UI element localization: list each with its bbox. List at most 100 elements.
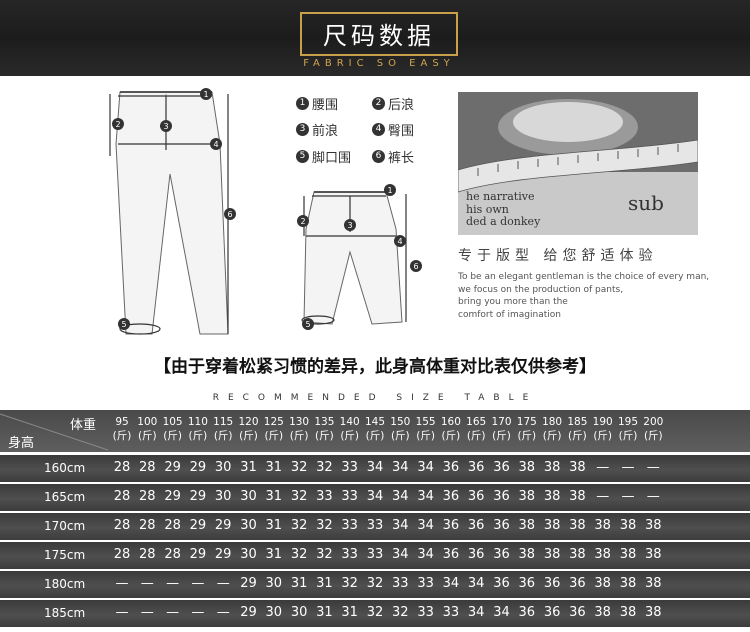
- size-cell: 38: [594, 605, 611, 620]
- size-cell: 38: [594, 518, 611, 533]
- size-cell: 38: [645, 547, 662, 562]
- size-cell: —: [140, 576, 154, 591]
- size-cell: —: [166, 605, 180, 620]
- size-cell: 33: [341, 489, 358, 504]
- size-cell: —: [621, 460, 635, 475]
- svg-text:4: 4: [213, 140, 218, 149]
- row-height-label: 165cm: [44, 490, 86, 504]
- size-cell: 38: [619, 576, 637, 591]
- size-cell: 28: [113, 460, 131, 475]
- row-height-label: 175cm: [44, 548, 86, 562]
- size-cell: 34: [392, 460, 409, 475]
- weight-column-header: 150(斤): [390, 416, 411, 442]
- page-subtitle: FABRIC SO EASY: [303, 58, 455, 69]
- size-cell: 36: [518, 605, 536, 620]
- size-cell: 33: [341, 518, 358, 533]
- size-cell: 28: [113, 489, 131, 504]
- weight-column-header: 155(斤): [415, 416, 436, 442]
- size-cell: 34: [417, 460, 434, 475]
- size-cell: 38: [518, 460, 536, 475]
- size-cell: 30: [214, 489, 232, 504]
- svg-text:ded a donkey: ded a donkey: [466, 215, 541, 228]
- size-cell: 28: [139, 547, 156, 562]
- size-cell: 34: [442, 576, 460, 591]
- size-cell: 29: [189, 547, 207, 562]
- size-cell: 36: [543, 576, 561, 591]
- size-cell: 36: [442, 489, 460, 504]
- svg-text:5: 5: [305, 320, 310, 329]
- size-cell: 29: [189, 460, 207, 475]
- size-cell: 31: [316, 576, 333, 591]
- header-banner: 尺码数据 FABRIC SO EASY: [0, 0, 750, 76]
- size-cell: 30: [265, 605, 283, 620]
- size-cell: 38: [645, 605, 662, 620]
- size-cell: 28: [164, 547, 181, 562]
- size-cell: 38: [619, 547, 637, 562]
- size-cell: —: [596, 460, 610, 475]
- weight-column-header: 130(斤): [289, 416, 310, 442]
- size-cell: 33: [341, 460, 358, 475]
- size-cell: 34: [392, 518, 409, 533]
- size-cell: 38: [518, 489, 536, 504]
- size-cell: 34: [467, 576, 485, 591]
- size-cell: 31: [290, 576, 308, 591]
- size-cell: 33: [341, 547, 358, 562]
- size-cell: 29: [240, 576, 257, 591]
- size-cell: 32: [290, 460, 308, 475]
- size-cell: 30: [290, 605, 308, 620]
- size-cell: 38: [569, 460, 586, 475]
- size-cell: 34: [417, 547, 434, 562]
- weight-column-header: 190(斤): [592, 416, 613, 442]
- size-cell: 29: [164, 460, 181, 475]
- size-cell: —: [115, 605, 129, 620]
- size-cell: 36: [493, 460, 510, 475]
- weight-column-header: 170(斤): [491, 416, 512, 442]
- size-cell: —: [596, 489, 610, 504]
- size-cell: 29: [214, 518, 232, 533]
- weight-column-header: 200(斤): [643, 416, 664, 442]
- weight-column-header: 120(斤): [238, 416, 259, 442]
- size-cell: 30: [265, 576, 283, 591]
- size-cell: 38: [645, 518, 662, 533]
- size-cell: 31: [341, 605, 358, 620]
- size-cell: 34: [392, 547, 409, 562]
- size-cell: 36: [467, 489, 485, 504]
- size-cell: 33: [366, 518, 384, 533]
- size-cell: 34: [493, 605, 510, 620]
- size-cell: 34: [467, 605, 485, 620]
- size-cell: 34: [392, 489, 409, 504]
- svg-text:2: 2: [300, 217, 305, 226]
- size-cell: 38: [518, 518, 536, 533]
- size-cell: —: [646, 460, 660, 475]
- size-cell: —: [166, 576, 180, 591]
- table-caption: RECOMMENDED SIZE TABLE: [212, 393, 538, 403]
- svg-text:6: 6: [227, 210, 232, 219]
- size-cell: 38: [569, 518, 586, 533]
- size-cell: 29: [189, 489, 207, 504]
- weight-column-header: 100(斤): [137, 416, 158, 442]
- svg-text:3: 3: [163, 122, 168, 131]
- size-cell: 36: [518, 576, 536, 591]
- size-cell: 36: [543, 605, 561, 620]
- size-cell: 33: [316, 489, 333, 504]
- size-cell: 28: [113, 518, 131, 533]
- weight-column-header: 180(斤): [542, 416, 563, 442]
- size-cell: 30: [240, 489, 257, 504]
- promo-text: To be an elegant gentleman is the choice…: [458, 272, 710, 320]
- size-cell: 38: [645, 576, 662, 591]
- size-cell: 30: [214, 460, 232, 475]
- weight-column-header: 125(斤): [263, 416, 284, 442]
- weight-column-header: 160(斤): [440, 416, 461, 442]
- size-cell: 31: [265, 460, 283, 475]
- size-cell: 36: [442, 460, 460, 475]
- size-cell: 38: [543, 460, 561, 475]
